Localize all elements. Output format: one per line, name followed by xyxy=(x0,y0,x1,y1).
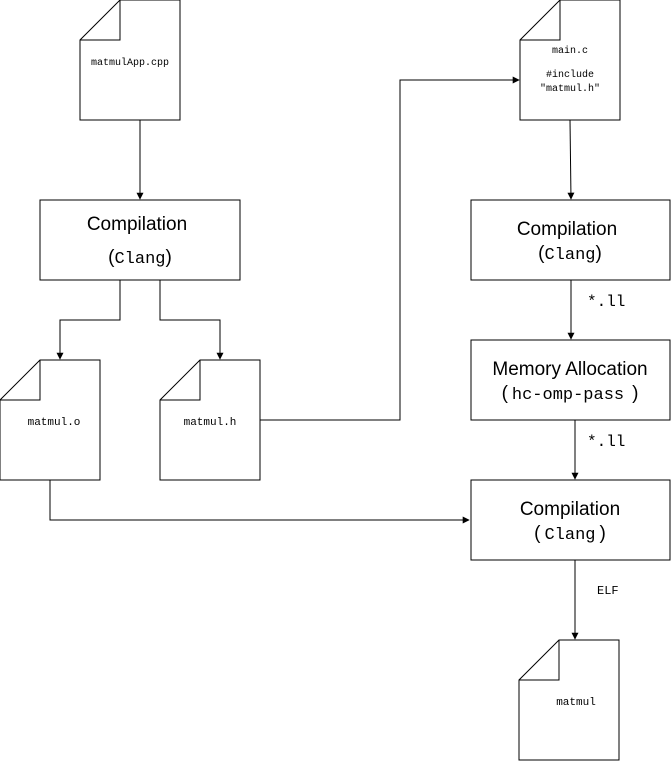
file-node-main-c: main.c #include "matmul.h" xyxy=(519,0,621,121)
include-directive: #include xyxy=(546,69,594,81)
file-label: matmul xyxy=(556,697,596,709)
file-icon xyxy=(518,639,620,761)
file-node-matmul-h: matmul.h xyxy=(159,359,261,481)
edge-label-ll-1: *.ll xyxy=(587,293,625,311)
process-box xyxy=(470,339,671,421)
edge-compile-to-matmul-o xyxy=(56,280,121,360)
file-node-matmul-binary: matmul xyxy=(518,639,620,761)
file-label: matmul.h xyxy=(184,417,237,429)
file-label: matmul.o xyxy=(28,417,81,429)
process-memory-allocation: Memory Allocation (hc-omp-pass) xyxy=(470,339,671,421)
edge-label-elf: ELF xyxy=(597,584,619,598)
process-tool: (Clang) xyxy=(108,247,172,269)
file-node-matmulapp-cpp: matmulApp.cpp xyxy=(79,0,181,121)
process-compilation-final: Compilation (Clang) xyxy=(470,479,671,561)
edge-label-ll-2: *.ll xyxy=(587,433,625,451)
process-box xyxy=(470,199,671,281)
file-label: matmulApp.cpp xyxy=(91,57,169,69)
process-title: Compilation xyxy=(520,499,620,520)
edge-compile-to-matmul-h xyxy=(159,280,224,360)
include-file: "matmul.h" xyxy=(540,83,600,95)
file-icon xyxy=(0,359,101,481)
process-title: Memory Allocation xyxy=(492,359,647,380)
edge-main-c-to-compile xyxy=(567,119,575,200)
process-tool: (Clang) xyxy=(534,523,606,545)
file-node-matmul-o: matmul.o xyxy=(0,359,101,481)
process-box xyxy=(39,199,241,281)
edge-matmul-h-to-main-c xyxy=(260,76,520,421)
file-icon xyxy=(79,0,181,121)
process-compilation-right: Compilation (Clang) xyxy=(470,199,671,281)
file-icon xyxy=(159,359,261,481)
file-icon xyxy=(519,0,621,121)
process-title: Compilation xyxy=(87,214,187,235)
process-title: Compilation xyxy=(517,219,617,240)
process-tool: (Clang) xyxy=(538,243,602,265)
file-label: main.c xyxy=(552,45,588,57)
process-box xyxy=(470,479,671,561)
process-tool: (hc-omp-pass) xyxy=(502,383,639,405)
edge-matmul-o-to-compile xyxy=(49,480,470,524)
process-compilation-left: Compilation (Clang) xyxy=(39,199,241,281)
